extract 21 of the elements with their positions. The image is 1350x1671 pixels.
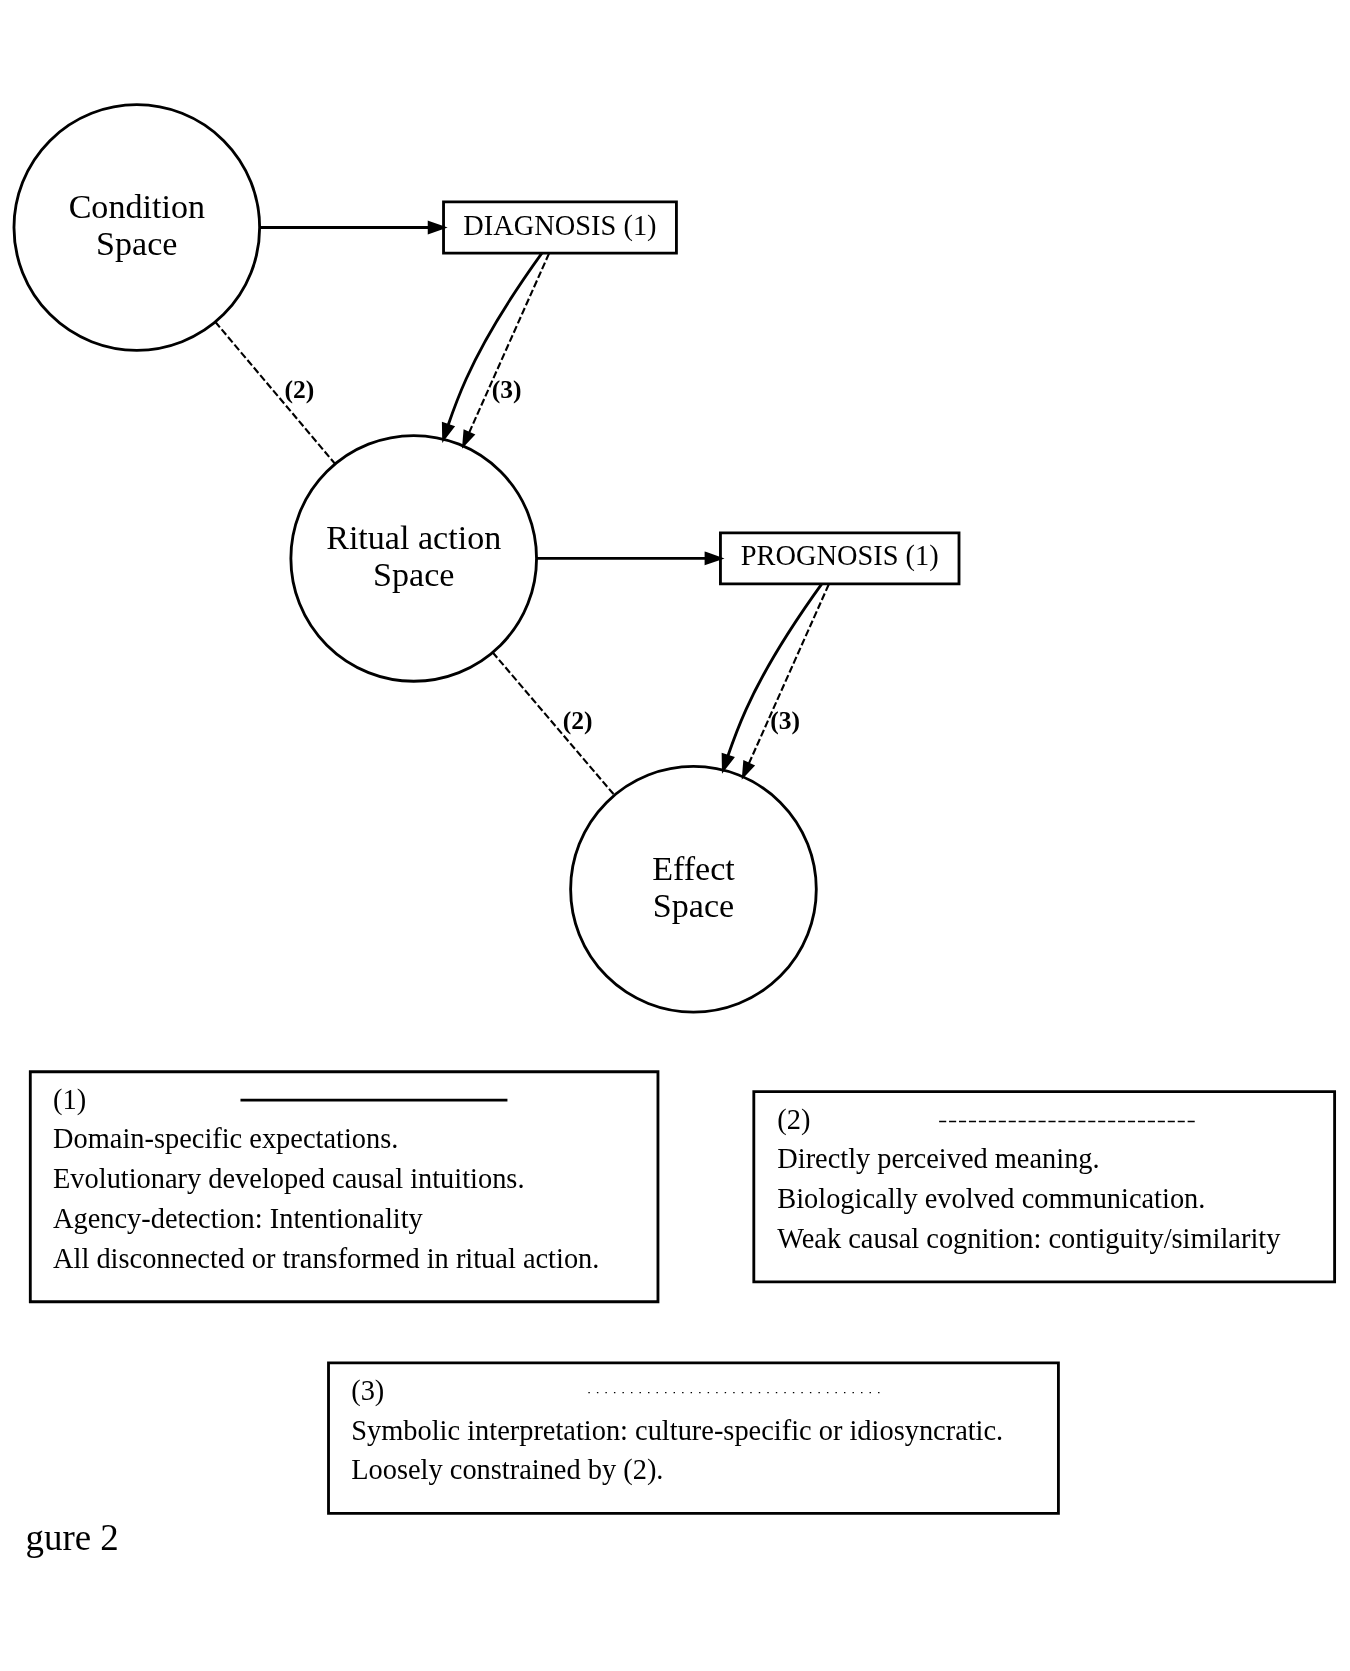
node-circle: Ritual action Space — [289, 433, 538, 683]
arrow — [461, 252, 550, 449]
arrow — [741, 583, 830, 780]
arrow — [259, 220, 448, 234]
edge-label: (2) — [284, 374, 315, 404]
edge-label: (3) — [770, 705, 800, 735]
connector — [491, 651, 615, 795]
edge-label: (2) — [562, 705, 593, 735]
node-box: (3) Symbolic interpretation: culture-specific or idiosyncratic. Loosely constrained by (2). — [327, 1360, 1060, 1515]
node-circle: Effect Space — [569, 764, 818, 1013]
edge-label: (3) — [491, 374, 522, 404]
arrow — [721, 582, 823, 774]
connector — [214, 320, 336, 464]
node-box: (2) Directly perceived meaning. Biologically evolved communication. Weak causal cognition: contiguity/similarity — [752, 1089, 1337, 1283]
node-box: PROGNOSIS (1) — [719, 530, 961, 585]
node-box: DIAGNOSIS (1) — [442, 200, 678, 254]
arrow — [441, 251, 544, 443]
node-circle: Condition Space — [12, 102, 262, 352]
arrow — [536, 550, 725, 565]
caption: gure 2 — [25, 1516, 119, 1558]
node-box: (1) Domain-specific expectations. Evolutionary developed causal intuitions. Agency-detection: Intentionality All disconnected or transformed in ritual action. — [28, 1069, 660, 1303]
